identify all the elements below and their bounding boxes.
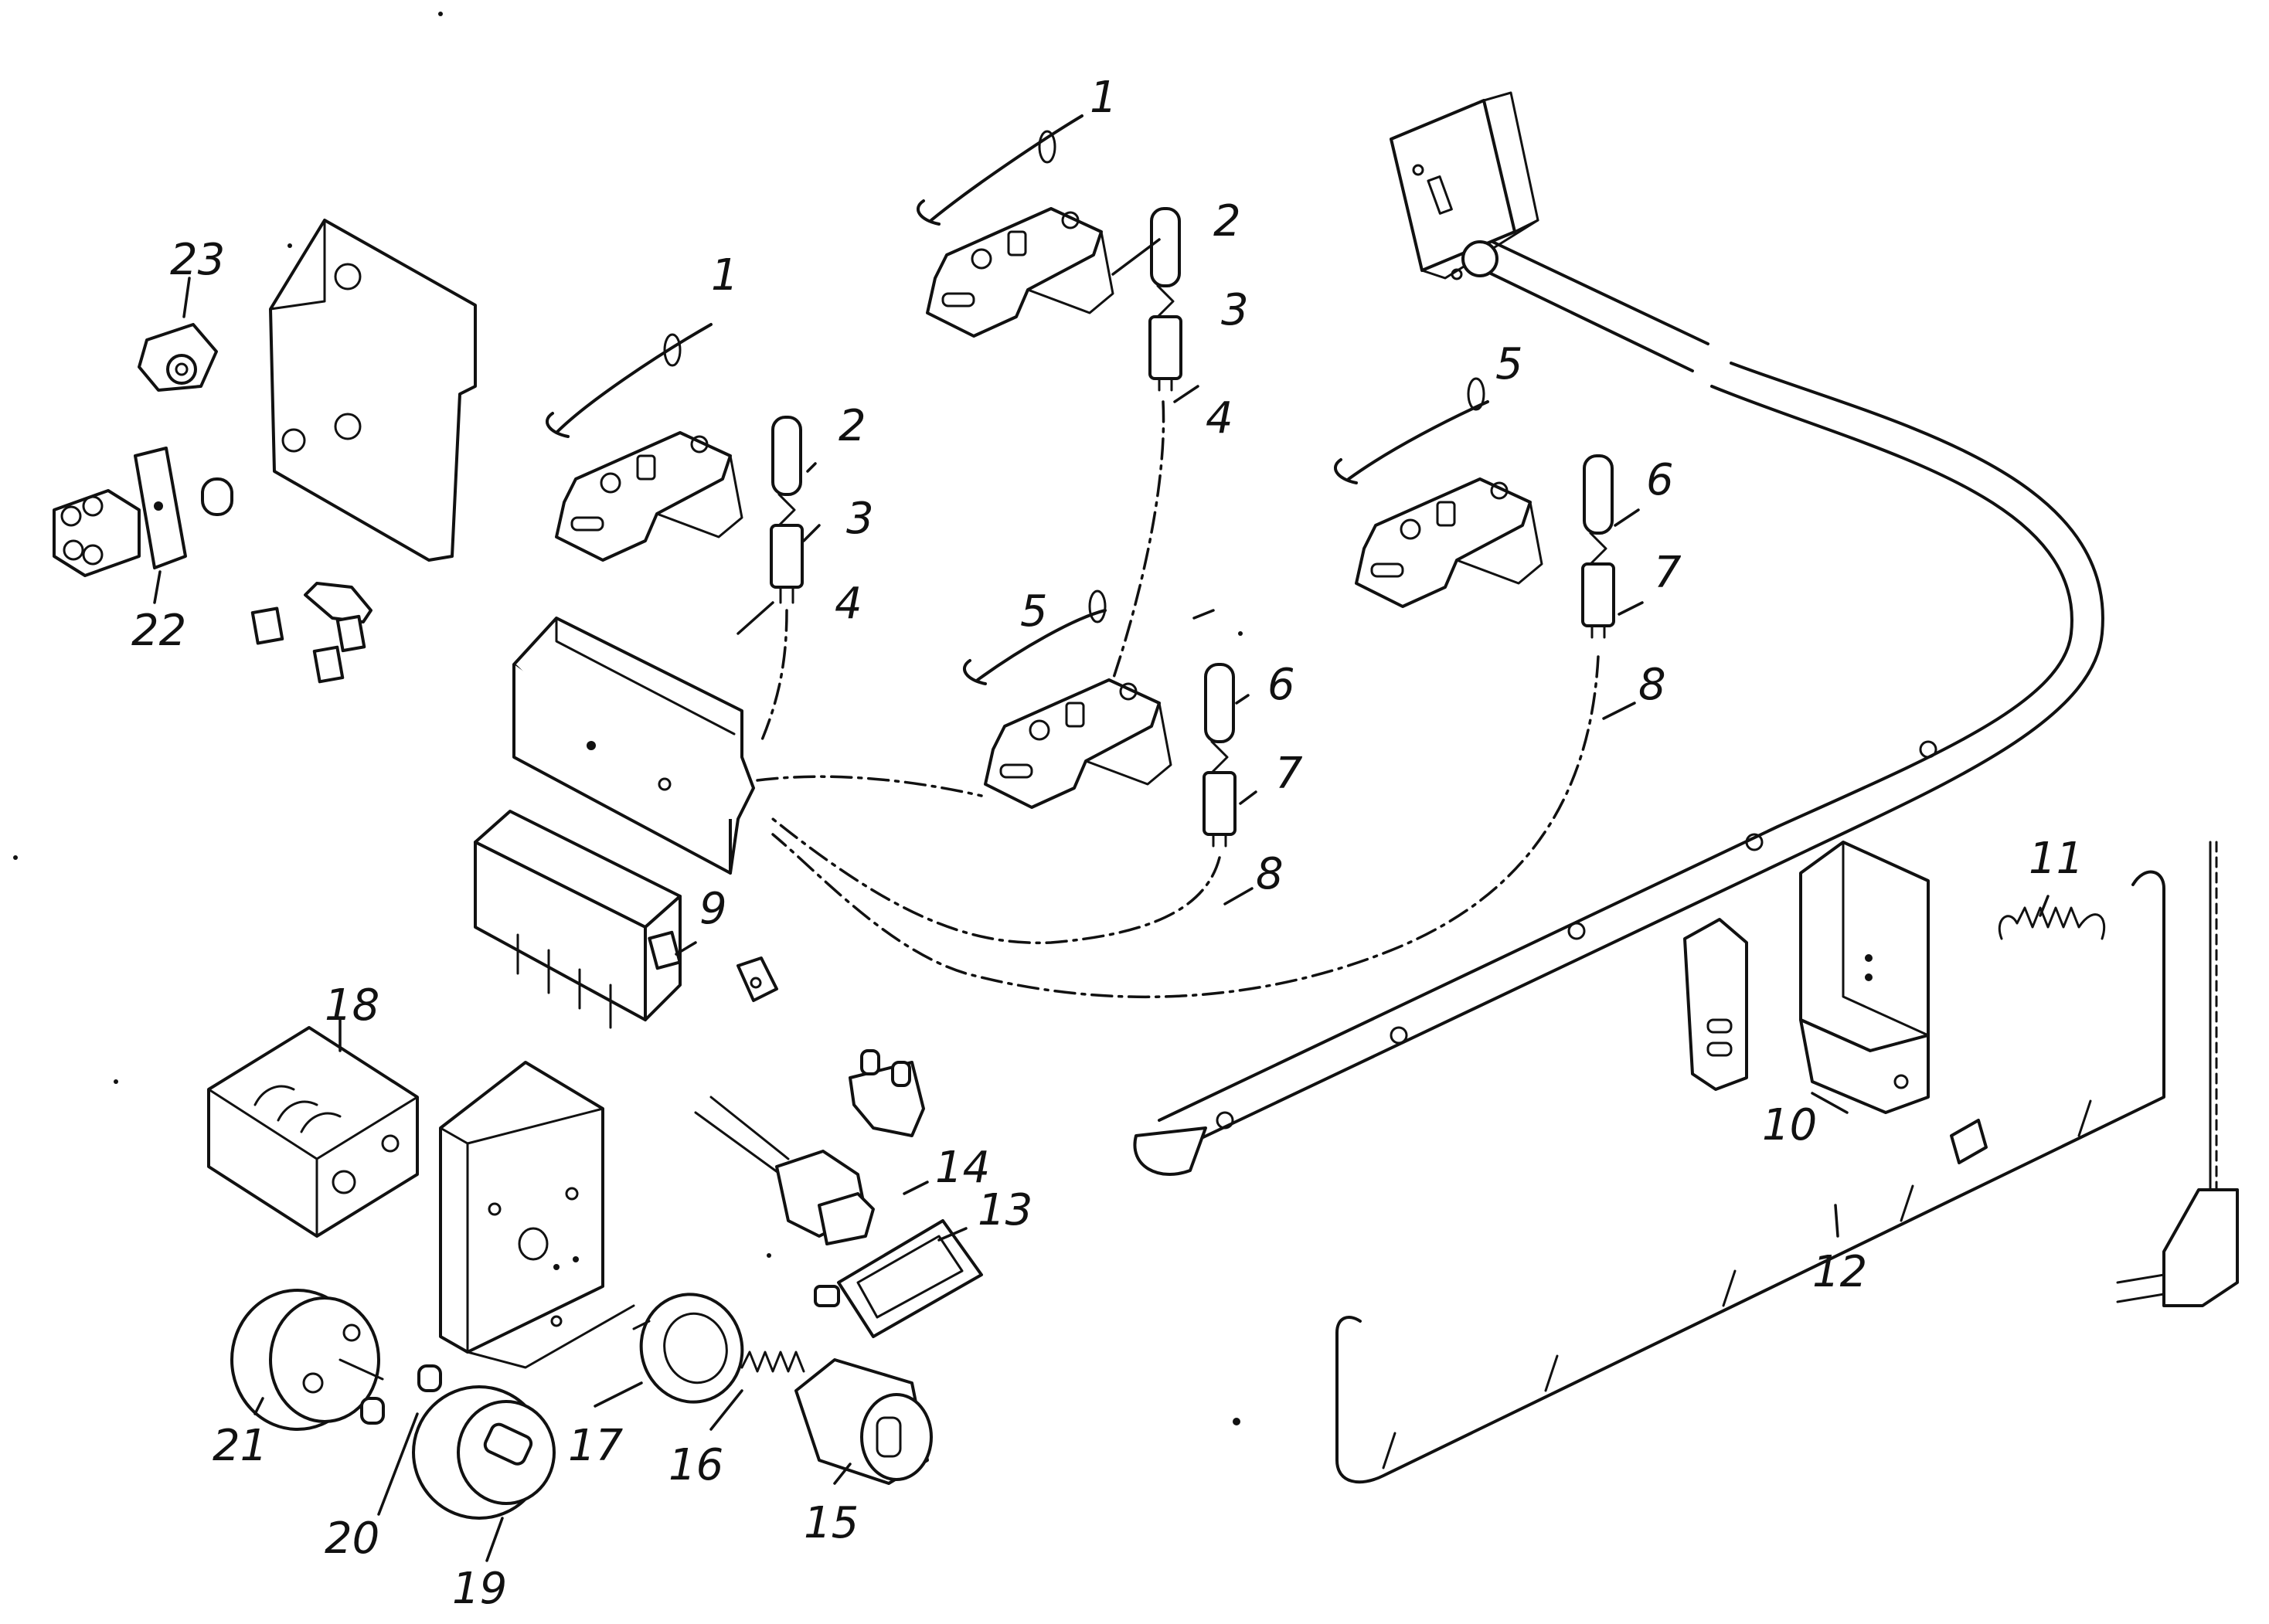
lamp-holder-23 <box>138 323 218 392</box>
callout-9: 9 <box>699 884 727 934</box>
thermostat-bracket-right <box>1334 377 1543 608</box>
callout-17: 17 <box>568 1421 624 1471</box>
mounting-plate <box>1390 91 1539 280</box>
callout-1: 1 <box>1090 73 1117 123</box>
speck <box>1238 631 1243 636</box>
control-box-cover <box>512 617 755 875</box>
leader-lines <box>153 238 2050 1562</box>
callout-11: 11 <box>2029 834 2084 884</box>
control-knob-19 <box>412 1385 556 1520</box>
timer-motor-21 <box>230 1289 384 1431</box>
selector-switch-18 <box>207 1026 419 1238</box>
thermostat-probe-right <box>771 454 1615 999</box>
callout-10: 10 <box>1762 1100 1817 1150</box>
callout-2: 2 <box>839 401 866 451</box>
callout-16: 16 <box>668 1440 723 1490</box>
callout-8: 8 <box>1638 660 1666 710</box>
callouts: 1 1 2 2 3 3 4 4 5 5 6 6 7 7 8 8 9 10 11 … <box>131 73 2084 1614</box>
callout-1: 1 <box>711 250 739 301</box>
capillary-line <box>756 775 983 797</box>
thermostat-probe-middle <box>771 663 1237 945</box>
control-box <box>474 810 682 1029</box>
thermostat-bracket-top <box>917 114 1114 338</box>
callout-13: 13 <box>978 1185 1032 1235</box>
callout-7: 7 <box>1275 749 1303 799</box>
knob-cap-20 <box>360 1364 442 1425</box>
callout-22: 22 <box>131 606 186 656</box>
callout-3: 3 <box>846 494 874 544</box>
lamp-switch-14 <box>694 1096 875 1245</box>
callout-4: 4 <box>1206 393 1233 443</box>
callout-2: 2 <box>1213 196 1241 246</box>
callout-5: 5 <box>1495 339 1523 389</box>
speck <box>438 12 443 16</box>
thermostat-probe-left <box>760 416 804 743</box>
speck <box>114 1079 118 1084</box>
callout-5: 5 <box>1020 586 1048 637</box>
oven-knob-15 <box>794 1358 933 1485</box>
callout-6: 6 <box>1646 455 1674 505</box>
callout-12: 12 <box>1812 1247 1867 1297</box>
callout-21: 21 <box>213 1421 267 1471</box>
thermostat-bracket-middle <box>963 589 1172 809</box>
spring-11 <box>1998 906 2106 940</box>
timer-bracket <box>439 1061 635 1369</box>
callout-8: 8 <box>1256 849 1284 899</box>
heating-element-tube <box>1133 238 2104 1176</box>
callout-18: 18 <box>325 980 379 1031</box>
callout-7: 7 <box>1654 548 1682 598</box>
callout-15: 15 <box>804 1498 859 1548</box>
knob-bezel-17 <box>632 1293 744 1404</box>
fan-cowl-10 <box>1683 841 1930 1114</box>
terminal-clips <box>250 582 372 684</box>
wire-element-12 <box>1335 870 2165 1484</box>
callout-23: 23 <box>170 235 225 285</box>
speck <box>1233 1418 1240 1425</box>
thermostat-probe-top <box>1111 207 1182 681</box>
spring-16 <box>740 1351 805 1373</box>
callout-6: 6 <box>1267 660 1295 710</box>
fan-housing <box>269 219 477 562</box>
thermostat-bracket-left <box>546 323 743 562</box>
switch-bezel-13 <box>814 1219 983 1338</box>
small-clip <box>736 956 778 1002</box>
callout-4: 4 <box>835 579 862 629</box>
speck <box>287 243 292 248</box>
power-cord-plug <box>2116 841 2239 1307</box>
speck <box>13 855 18 860</box>
callout-3: 3 <box>1221 285 1249 335</box>
terminal-connector <box>849 1049 925 1137</box>
callout-19: 19 <box>452 1564 507 1614</box>
speck <box>767 1253 771 1258</box>
switch-block-22 <box>53 447 233 577</box>
callout-20: 20 <box>325 1514 379 1564</box>
callout-14: 14 <box>935 1143 990 1193</box>
